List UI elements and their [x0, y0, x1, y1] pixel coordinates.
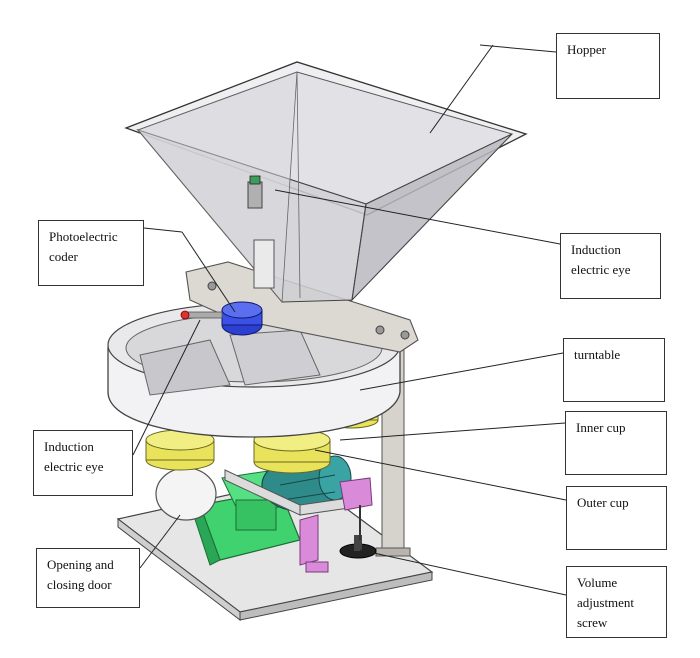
leader-screw [359, 549, 567, 596]
leader-coder [143, 227, 183, 233]
label-photoelectric-coder: Photoelectric coder [38, 220, 144, 286]
label-hopper: Hopper [556, 33, 660, 99]
leader-inner-cup [339, 422, 566, 441]
leader-outer-cup [314, 449, 567, 501]
door-ball [155, 467, 217, 521]
label-outer-cup: Outer cup [566, 486, 667, 550]
linkage [224, 469, 373, 573]
label-hopper-text: Hopper [567, 42, 606, 57]
label-induction-eye-left-text: Induction electric eye [44, 439, 104, 474]
label-turntable: turntable [563, 338, 665, 402]
leader-coder-2 [181, 231, 236, 313]
label-turntable-text: turntable [574, 347, 621, 362]
label-inner-cup-text: Inner cup [576, 420, 626, 435]
leader-eye-left [132, 319, 201, 456]
label-volume-adjustment-screw-text: Volume adjustment screw [577, 575, 635, 630]
label-induction-eye-top: Induction electric eye [560, 233, 661, 299]
leader-eye-top [274, 189, 561, 245]
leader-turntable [359, 352, 564, 391]
photoelectric-coder [180, 301, 263, 336]
label-induction-eye-top-text: Induction electric eye [571, 242, 631, 277]
leader-lines [132, 44, 567, 596]
leader-door [139, 514, 181, 569]
label-outer-cup-text: Outer cup [577, 495, 629, 510]
leader-hopper-diag [429, 44, 494, 134]
label-opening-closing-door-text: Opening and closing door [47, 557, 114, 592]
label-inner-cup: Inner cup [565, 411, 667, 475]
label-opening-closing-door: Opening and closing door [36, 548, 140, 608]
turntable-ring [107, 302, 401, 438]
label-induction-eye-left: Induction electric eye [33, 430, 133, 496]
hopper-body [124, 61, 528, 304]
volume-screw [339, 505, 377, 559]
leader-hopper [479, 44, 557, 53]
label-volume-adjustment-screw: Volume adjustment screw [566, 566, 667, 638]
label-photoelectric-coder-text: Photoelectric coder [49, 229, 118, 264]
